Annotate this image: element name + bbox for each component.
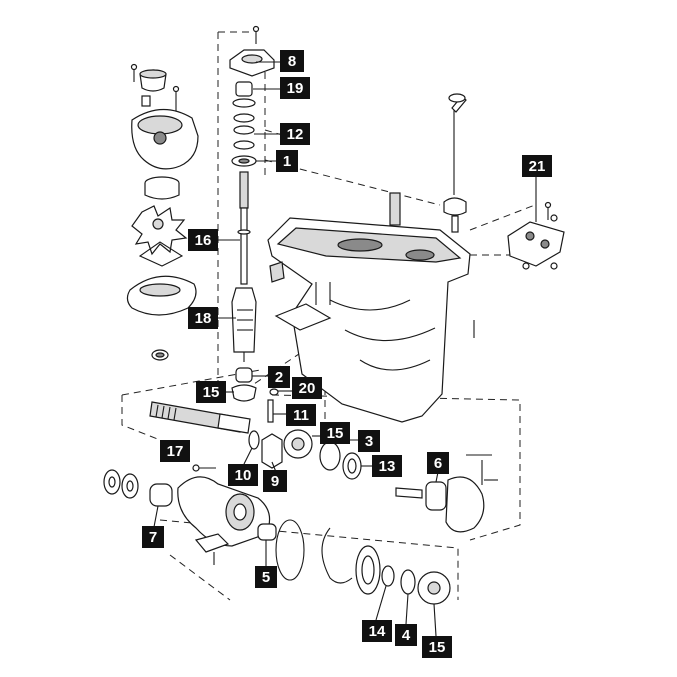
callout-10: 10 — [228, 464, 258, 486]
svg-text:13: 13 — [379, 458, 396, 475]
shift-cover-assembly — [507, 201, 565, 270]
bearing-carrier-assembly — [103, 454, 498, 605]
callout-18: 18 — [188, 307, 218, 329]
svg-text:9: 9 — [271, 473, 279, 490]
svg-text:20: 20 — [299, 380, 316, 397]
svg-text:2: 2 — [275, 369, 283, 386]
callout-2: 2 — [268, 366, 290, 388]
svg-text:15: 15 — [203, 384, 220, 401]
svg-text:17: 17 — [167, 443, 184, 460]
callout-5: 5 — [255, 566, 277, 588]
callout-labels: 8 19 12 1 16 18 2 15 20 11 15 3 17 10 9 … — [142, 50, 552, 658]
svg-text:5: 5 — [262, 569, 270, 586]
svg-text:7: 7 — [149, 529, 157, 546]
callout-3: 3 — [358, 430, 380, 452]
svg-text:11: 11 — [293, 407, 309, 424]
callout-13: 13 — [372, 455, 402, 477]
svg-text:15: 15 — [327, 425, 344, 442]
propeller-shaft — [149, 388, 362, 480]
callout-4: 4 — [395, 624, 417, 646]
callout-1: 1 — [276, 150, 298, 172]
svg-text:10: 10 — [235, 467, 252, 484]
svg-text:14: 14 — [369, 623, 386, 640]
callout-11: 11 — [286, 404, 316, 426]
gear-housing — [267, 93, 475, 423]
svg-text:12: 12 — [287, 126, 304, 143]
svg-text:3: 3 — [365, 433, 373, 450]
callout-21: 21 — [522, 155, 552, 177]
callout-19: 19 — [280, 77, 310, 99]
callout-16: 16 — [188, 229, 218, 251]
svg-text:8: 8 — [288, 53, 296, 70]
callout-12: 12 — [280, 123, 310, 145]
callout-14: 14 — [362, 620, 392, 642]
driveshaft-assembly — [229, 25, 275, 402]
svg-text:21: 21 — [529, 158, 546, 175]
svg-text:19: 19 — [287, 80, 304, 97]
callout-15-pinion: 15 — [196, 381, 226, 403]
callout-20: 20 — [292, 377, 322, 399]
callout-7: 7 — [142, 526, 164, 548]
svg-text:1: 1 — [283, 153, 291, 170]
callout-15-forward-gear: 15 — [320, 422, 350, 444]
svg-text:18: 18 — [195, 310, 212, 327]
callout-8: 8 — [280, 50, 304, 72]
svg-text:15: 15 — [429, 639, 446, 656]
callout-9: 9 — [263, 470, 287, 492]
leader-lines — [153, 61, 537, 637]
water-pump-assembly — [126, 63, 199, 361]
svg-text:16: 16 — [195, 232, 212, 249]
callout-15-reverse-gear: 15 — [422, 636, 452, 658]
callout-6: 6 — [427, 452, 449, 474]
callout-17: 17 — [160, 440, 190, 462]
svg-text:6: 6 — [434, 455, 442, 472]
svg-text:4: 4 — [402, 627, 411, 644]
